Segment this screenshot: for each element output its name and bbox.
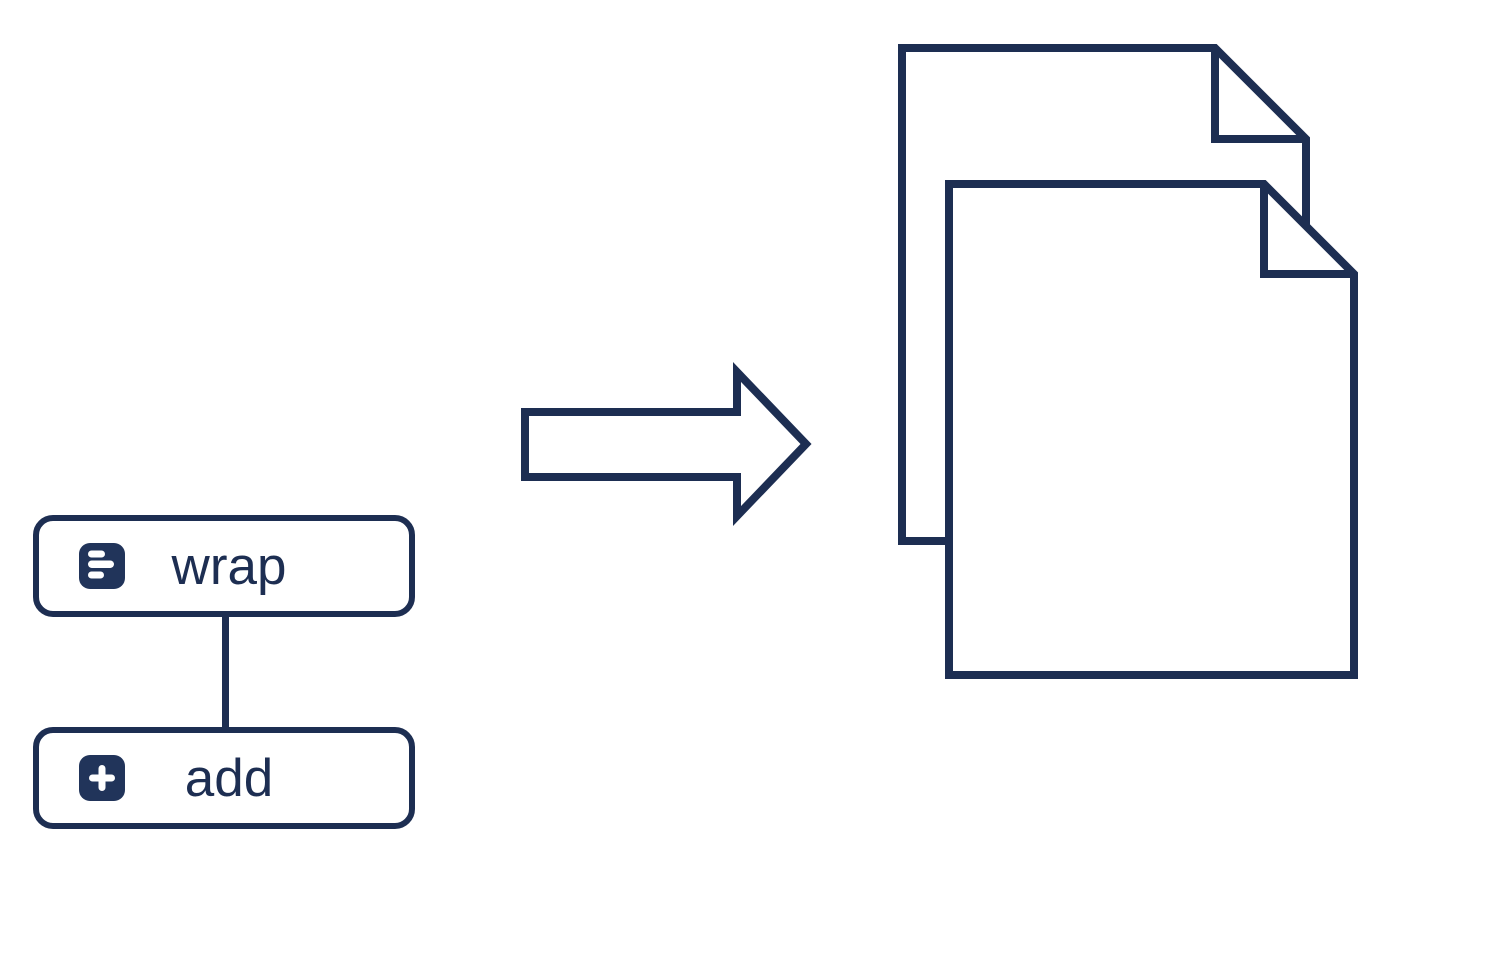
document-front-icon [945,180,1358,679]
notes-icon [79,543,125,589]
document-front-outline [945,180,1358,679]
edge-wrap-add [222,612,229,732]
node-add: add [33,727,415,829]
document-back-fold-icon [1211,48,1306,143]
node-wrap: wrap [33,515,415,617]
plus-icon [79,755,125,801]
document-front-fold-icon [1260,184,1354,278]
node-add-label: add [184,748,274,808]
right-arrow-icon [521,362,812,526]
node-wrap-label: wrap [171,536,287,596]
